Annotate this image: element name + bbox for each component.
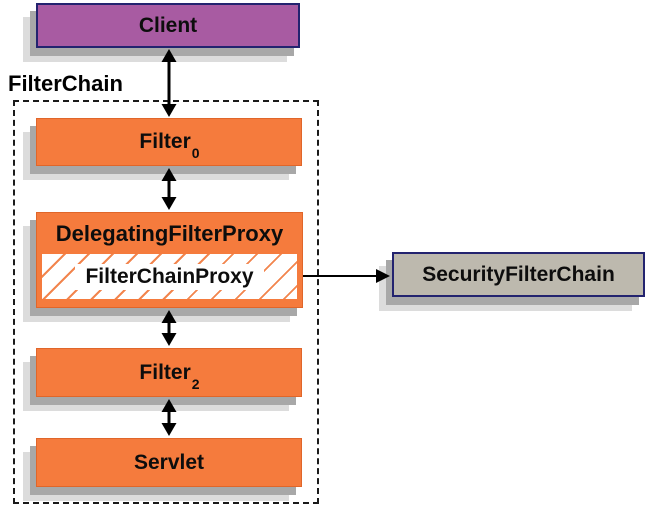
- filter-chain-proxy-box: FilterChainProxy: [42, 254, 297, 299]
- filter0-box: Filter0: [36, 118, 302, 166]
- servlet-box: Servlet: [36, 438, 302, 487]
- filter2-subscript: 2: [191, 375, 200, 392]
- filter2-box: Filter2: [36, 348, 302, 397]
- filter-chain-proxy-label: FilterChainProxy: [75, 263, 264, 290]
- security-filter-chain-box: SecurityFilterChain: [392, 252, 645, 297]
- delegating-filter-proxy-box: DelegatingFilterProxy FilterChainProxy: [36, 212, 303, 308]
- delegating-filter-proxy-label: DelegatingFilterProxy: [55, 220, 284, 246]
- client-box: Client: [36, 3, 300, 48]
- client-label: Client: [138, 13, 198, 37]
- filter0-subscript: 0: [191, 145, 200, 162]
- filter0-label: Filter0: [139, 130, 200, 162]
- filterchain-boundary-label: FilterChain: [8, 71, 123, 96]
- filter2-label: Filter2: [139, 360, 200, 392]
- filterchain-boundary: [13, 100, 319, 504]
- servlet-label: Servlet: [133, 450, 205, 474]
- security-filter-chain-label: SecurityFilterChain: [422, 262, 615, 286]
